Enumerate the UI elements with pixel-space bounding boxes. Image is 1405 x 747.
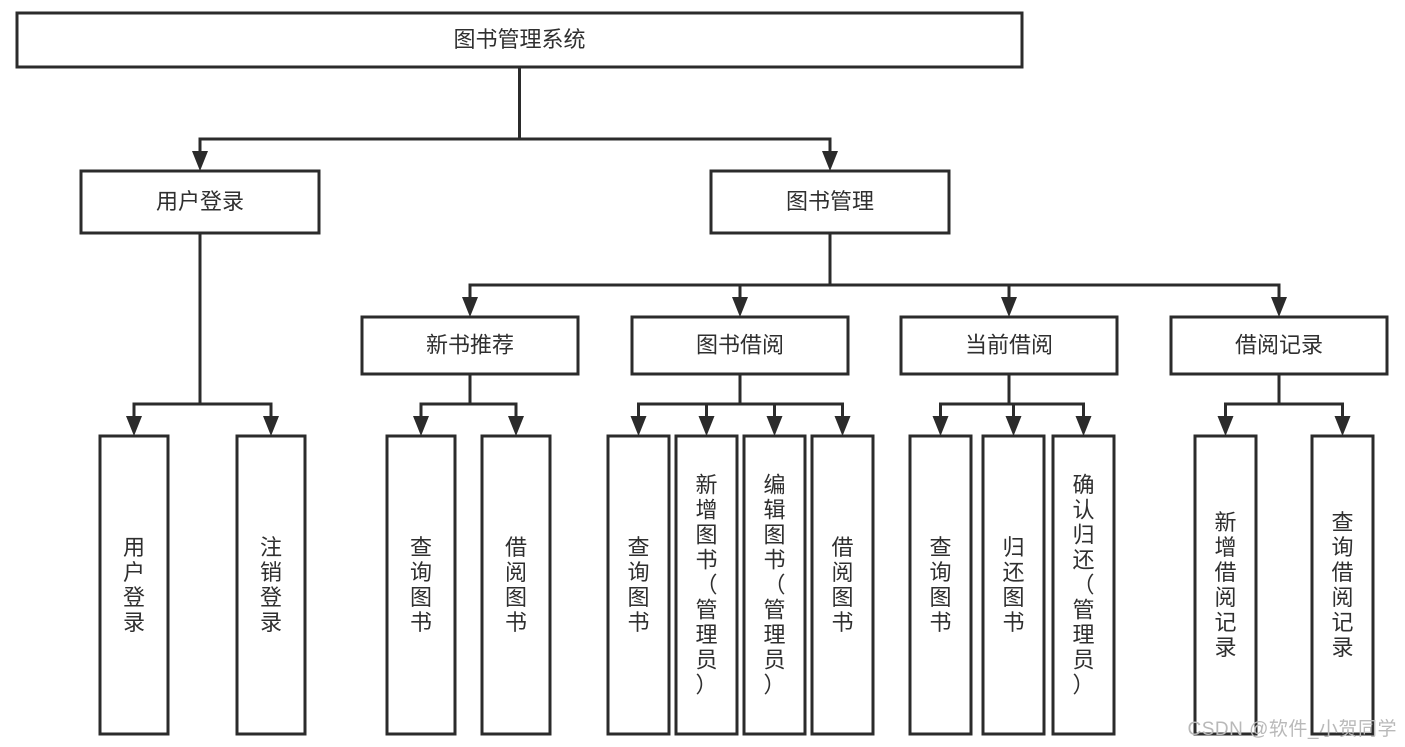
node-box[interactable] <box>606 434 671 736</box>
connector-group <box>630 372 851 436</box>
arrow-head-icon <box>1075 416 1092 436</box>
arrow-head-icon <box>630 416 647 436</box>
node-label: 新增图书（管理员） <box>695 473 717 698</box>
node-leaf-borrow-book-2[interactable]: 借阅图书 <box>810 434 875 736</box>
node-box[interactable] <box>1310 434 1375 736</box>
connectors-layer <box>126 65 1351 436</box>
arrow-head-icon <box>263 416 279 436</box>
connector-group <box>1217 372 1351 436</box>
node-label: 借阅图书 <box>831 535 853 635</box>
node-label: 查询借阅记录 <box>1331 510 1353 660</box>
node-box[interactable] <box>385 434 457 736</box>
arrow-head-icon <box>192 151 208 171</box>
node-label: 用户登录 <box>156 189 244 214</box>
node-box[interactable] <box>480 434 552 736</box>
node-label: 编辑图书（管理员） <box>763 473 785 698</box>
node-label: 新增借阅记录 <box>1214 510 1236 660</box>
connector-group <box>192 65 838 171</box>
node-label: 确认归还（管理员） <box>1072 473 1094 698</box>
arrow-head-icon <box>508 416 524 436</box>
node-label: 查询图书 <box>627 535 649 635</box>
node-book-manage[interactable]: 图书管理 <box>709 169 951 235</box>
node-label: 图书借阅 <box>696 332 784 357</box>
connector-group <box>462 231 1287 317</box>
node-new-book-recommend[interactable]: 新书推荐 <box>360 315 580 376</box>
arrow-head-icon <box>1271 297 1287 317</box>
arrow-head-icon <box>126 416 142 436</box>
node-box[interactable] <box>98 434 170 736</box>
node-leaf-query-book-1[interactable]: 查询图书 <box>385 434 457 736</box>
arrow-head-icon <box>1001 297 1017 317</box>
node-box[interactable] <box>1169 315 1389 376</box>
connector-group <box>932 372 1092 436</box>
node-label: 注销登录 <box>260 535 282 635</box>
arrow-head-icon <box>732 297 748 317</box>
connector-group <box>413 372 524 436</box>
node-box[interactable] <box>1051 434 1116 736</box>
node-label: 查询图书 <box>410 535 432 635</box>
arrow-head-icon <box>932 416 949 436</box>
arrow-head-icon <box>1217 416 1234 436</box>
node-box[interactable] <box>908 434 973 736</box>
node-book-borrow[interactable]: 图书借阅 <box>630 315 850 376</box>
node-label: 新书推荐 <box>426 332 514 357</box>
node-leaf-query-book-3[interactable]: 查询图书 <box>908 434 973 736</box>
node-leaf-user-login[interactable]: 用户登录 <box>98 434 170 736</box>
node-label: 借阅图书 <box>505 535 527 635</box>
node-user-login[interactable]: 用户登录 <box>79 169 321 235</box>
arrow-head-icon <box>698 416 715 436</box>
node-label: 归还图书 <box>1002 535 1024 635</box>
nodes-layer: 图书管理系统用户登录图书管理新书推荐图书借阅当前借阅借阅记录用户登录注销登录查询… <box>15 11 1389 736</box>
node-box[interactable] <box>1193 434 1258 736</box>
node-box[interactable] <box>630 315 850 376</box>
arrow-head-icon <box>1005 416 1022 436</box>
node-leaf-edit-book-admin[interactable]: 编辑图书（管理员） <box>742 434 807 736</box>
node-leaf-add-borrow-record[interactable]: 新增借阅记录 <box>1193 434 1258 736</box>
node-borrow-record[interactable]: 借阅记录 <box>1169 315 1389 376</box>
node-box[interactable] <box>79 169 321 235</box>
node-leaf-query-book-2[interactable]: 查询图书 <box>606 434 671 736</box>
node-label: 图书管理系统 <box>453 27 585 52</box>
node-leaf-borrow-book-1[interactable]: 借阅图书 <box>480 434 552 736</box>
node-label: 用户登录 <box>123 535 145 635</box>
node-box[interactable] <box>742 434 807 736</box>
arrow-head-icon <box>834 416 851 436</box>
arrow-head-icon <box>766 416 783 436</box>
node-label: 图书管理 <box>786 189 874 214</box>
node-label: 借阅记录 <box>1235 332 1323 357</box>
node-label: 查询图书 <box>929 535 951 635</box>
arrow-head-icon <box>822 151 838 171</box>
node-box[interactable] <box>360 315 580 376</box>
node-leaf-query-borrow-record[interactable]: 查询借阅记录 <box>1310 434 1375 736</box>
node-box[interactable] <box>981 434 1046 736</box>
node-box[interactable] <box>810 434 875 736</box>
node-box[interactable] <box>674 434 739 736</box>
arrow-head-icon <box>413 416 429 436</box>
arrow-head-icon <box>1334 416 1351 436</box>
arrow-head-icon <box>462 297 478 317</box>
node-label: 当前借阅 <box>965 332 1053 357</box>
node-leaf-confirm-return-admin[interactable]: 确认归还（管理员） <box>1051 434 1116 736</box>
node-box[interactable] <box>235 434 307 736</box>
node-root[interactable]: 图书管理系统 <box>15 11 1024 69</box>
node-current-borrow[interactable]: 当前借阅 <box>899 315 1119 376</box>
node-leaf-add-book-admin[interactable]: 新增图书（管理员） <box>674 434 739 736</box>
node-leaf-return-book[interactable]: 归还图书 <box>981 434 1046 736</box>
node-box[interactable] <box>709 169 951 235</box>
node-box[interactable] <box>899 315 1119 376</box>
node-leaf-logout[interactable]: 注销登录 <box>235 434 307 736</box>
connector-group <box>126 231 279 436</box>
node-box[interactable] <box>15 11 1024 69</box>
